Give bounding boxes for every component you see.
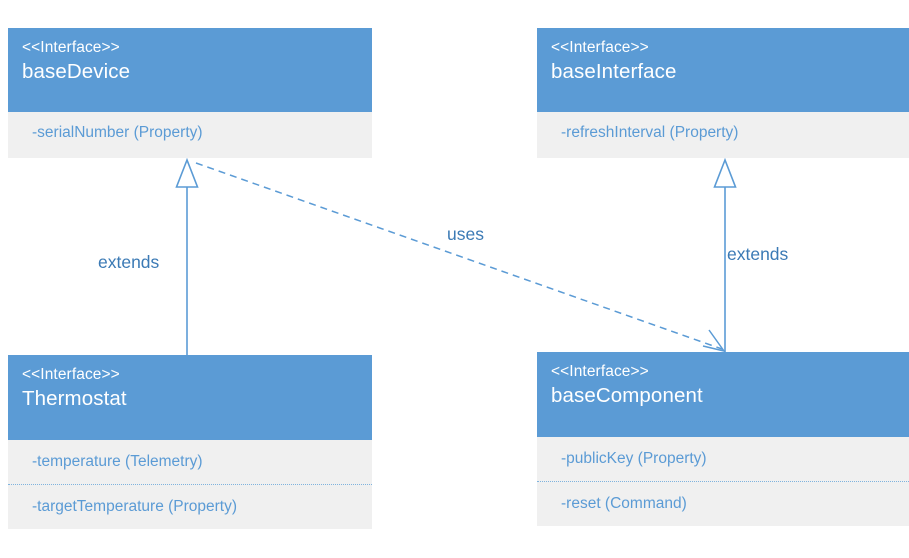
hollow-triangle-arrowhead-icon (175, 157, 199, 188)
class-title: Thermostat (22, 387, 127, 410)
relationship-label-extends-left: extends (98, 252, 160, 272)
connector-extends-left (175, 157, 199, 355)
class-stereotype: <<Interface>> (551, 39, 649, 56)
class-title: baseDevice (22, 60, 131, 83)
class-box-basedevice[interactable]: <<Interface>> baseDevice -serialNumber (… (8, 28, 372, 158)
class-member-row: -refreshInterval (Property) (561, 124, 739, 141)
class-member-row: -temperature (Telemetry) (8, 440, 372, 485)
class-stereotype: <<Interface>> (551, 363, 649, 380)
class-member-row: -serialNumber (Property) (32, 124, 203, 141)
class-title: baseInterface (551, 60, 677, 83)
relationship-label-extends-right: extends (727, 244, 789, 264)
class-body-basedevice: -serialNumber (Property) (8, 112, 372, 158)
relationship-label-uses: uses (447, 224, 484, 244)
class-box-thermostat[interactable]: <<Interface>> Thermostat -temperature (T… (8, 355, 372, 529)
class-header-basedevice: <<Interface>> baseDevice (8, 28, 372, 112)
class-header-thermostat: <<Interface>> Thermostat (8, 355, 372, 440)
class-body-baseinterface: -refreshInterval (Property) (537, 112, 909, 158)
class-header-baseinterface: <<Interface>> baseInterface (537, 28, 909, 112)
class-title: baseComponent (551, 384, 703, 407)
class-body-basecomponent: -publicKey (Property) -reset (Command) (537, 437, 909, 526)
open-arrowhead-icon (702, 329, 726, 353)
class-member-row: -reset (Command) (561, 495, 687, 512)
hollow-triangle-arrowhead-icon (713, 157, 737, 188)
class-member-row: -publicKey (Property) (537, 437, 909, 482)
class-stereotype: <<Interface>> (22, 39, 120, 56)
connector-line-uses (195, 162, 723, 350)
class-box-basecomponent[interactable]: <<Interface>> baseComponent -publicKey (… (537, 352, 909, 526)
class-stereotype: <<Interface>> (22, 366, 120, 383)
class-box-baseinterface[interactable]: <<Interface>> baseInterface -refreshInte… (537, 28, 909, 158)
connector-uses (195, 162, 726, 353)
class-header-basecomponent: <<Interface>> baseComponent (537, 352, 909, 437)
class-body-thermostat: -temperature (Telemetry) -targetTemperat… (8, 440, 372, 529)
class-member-row: -targetTemperature (Property) (32, 498, 238, 515)
